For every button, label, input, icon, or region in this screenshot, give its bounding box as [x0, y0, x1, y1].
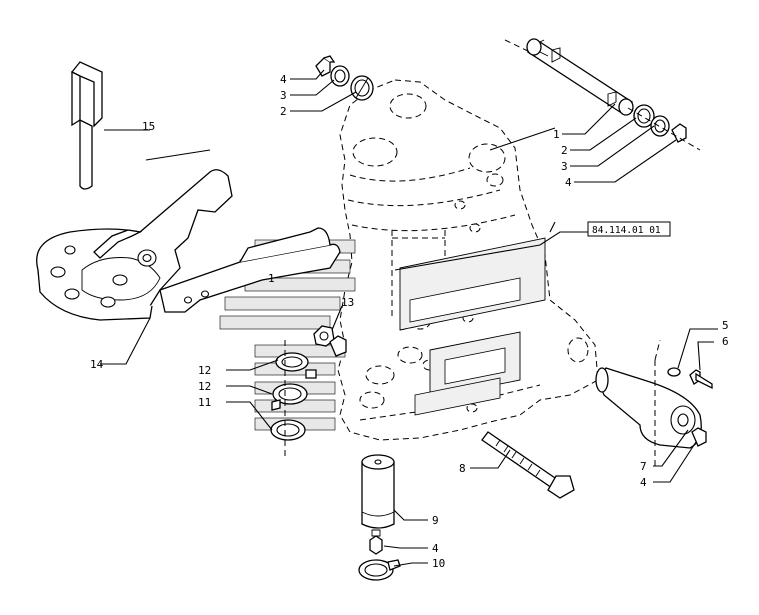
part-8-bolt: [481, 431, 575, 499]
callout-4-right: 4: [565, 176, 572, 189]
callout-labels: 4 3 2 15 1 14 1 2 3 4 13 5 6 7 4 8 12 12…: [90, 73, 729, 570]
callout-12b: 12: [198, 380, 211, 393]
callout-14: 14: [90, 358, 104, 371]
parts-washers-11-12: [270, 340, 317, 460]
reference-box: 84.114.01 01: [587, 221, 671, 237]
callout-15: 15: [142, 120, 155, 133]
part-7-lower-pin: [595, 339, 713, 470]
reference-box-text: 84.114.01 01: [592, 225, 661, 236]
callout-3-left: 3: [280, 89, 287, 102]
part-15-bracket: [70, 61, 103, 190]
callout-7: 7: [640, 460, 647, 473]
callout-13: 13: [341, 296, 354, 309]
callout-9: 9: [432, 514, 439, 527]
callout-2-left: 2: [280, 105, 287, 118]
callout-10: 10: [432, 557, 445, 570]
callout-12a: 12: [198, 364, 211, 377]
callout-3-right: 3: [561, 160, 568, 173]
leader-lines: [100, 69, 718, 567]
parts-upper-left-fittings: [315, 55, 374, 101]
callout-8: 8: [459, 462, 466, 475]
callout-1-hook: 1: [268, 272, 275, 285]
callout-6: 6: [722, 335, 729, 348]
part-10-clip: [358, 559, 401, 581]
callout-4-pin: 4: [432, 542, 439, 555]
part-1-upper-pin: [504, 38, 701, 151]
callout-4-lower: 4: [640, 476, 647, 489]
callout-1-right: 1: [553, 128, 560, 141]
part-13-nut: [313, 325, 347, 357]
callout-4-left: 4: [280, 73, 287, 86]
callout-5: 5: [722, 319, 729, 332]
callout-2-right: 2: [561, 144, 568, 157]
callout-11: 11: [198, 396, 211, 409]
part-14-tow-hook: [36, 169, 341, 321]
part-9-vertical-pin: [361, 454, 395, 555]
